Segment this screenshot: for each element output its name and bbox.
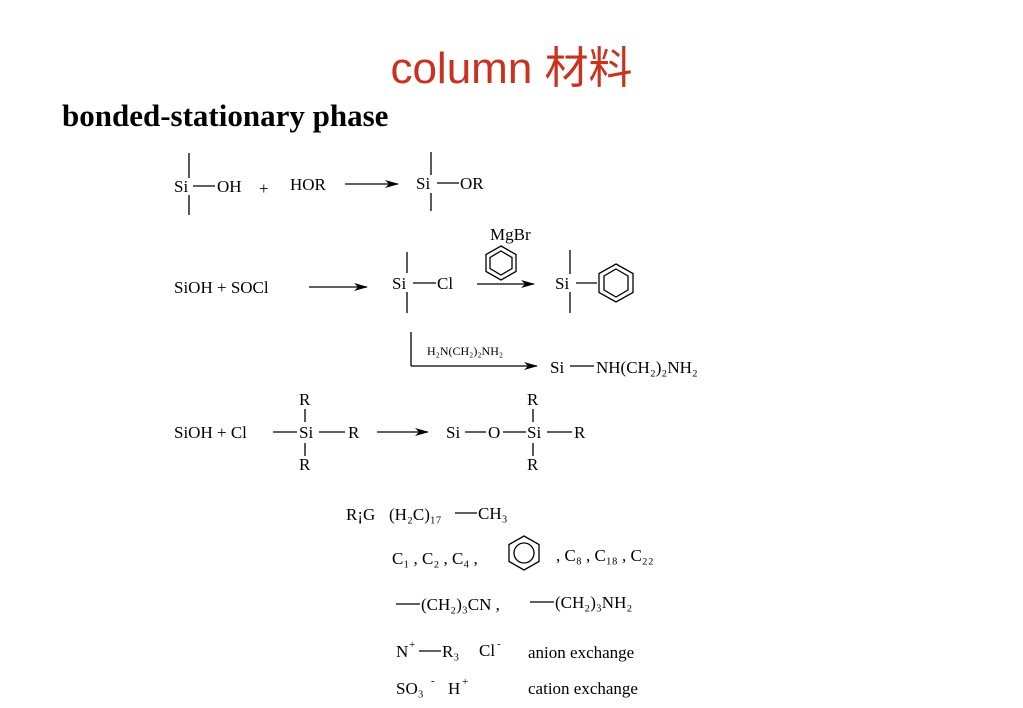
rg-alkyls-b: , C₈ , C₁₈ , C₂₂	[556, 546, 654, 565]
r2-reactants: SiOH + SOCl	[174, 278, 269, 297]
r3-product-o: O	[488, 423, 500, 442]
r2-branch-reagent: H₂N(CH₂)₂NH₂	[427, 344, 503, 358]
reaction-2: SiOH + SOCl Si Cl MgBr Si H₂N(CH₂)₂NH₂ S…	[174, 225, 698, 377]
rg-anion-r3: R₃	[442, 642, 459, 661]
r3-r-bottom: R	[299, 455, 311, 474]
rg-cation-h-charge: +	[462, 676, 468, 688]
r3-product-r-bottom: R	[527, 455, 539, 474]
r3-product-r-right: R	[574, 423, 586, 442]
r1-si-label: Si	[174, 177, 188, 196]
r3-product-si2: Si	[527, 423, 541, 442]
rg-alkyls-a: C₁ , C₂ , C₄ ,	[392, 549, 478, 568]
rg-prefix: R¡G	[346, 505, 375, 524]
page-title: column 材料	[390, 44, 633, 93]
rg-anion-cl: Cl	[479, 641, 495, 660]
rg-cyano: (CH₂)₃CN ,	[421, 595, 500, 614]
r1-reagent: HOR	[290, 175, 327, 194]
r1-product-or: OR	[460, 174, 484, 193]
reaction-1: Si OH + HOR Si OR	[174, 152, 484, 215]
rg-anion-cl-charge: -	[497, 638, 501, 650]
r1-product-si: Si	[416, 174, 430, 193]
r2-product-si: Si	[555, 274, 569, 293]
r-group-list: R¡G (H₂C)₁₇ CH₃ C₁ , C₂ , C₄ , , C₈ , C₁…	[346, 504, 654, 698]
reaction-3: SiOH + Cl R Si R R Si O R Si R R	[174, 390, 586, 474]
rg-cation-so3-charge: -	[431, 675, 435, 687]
rg-anion-n-charge: +	[409, 639, 415, 651]
rg-phenyl-ring	[508, 535, 540, 571]
r3-product-si1: Si	[446, 423, 460, 442]
rg-anion-n: N	[396, 642, 408, 661]
rg-chain: (H₂C)₁₇	[389, 505, 442, 524]
r3-r-right: R	[348, 423, 360, 442]
r2-phenyl-ring	[485, 245, 517, 281]
r3-reactants: SiOH + Cl	[174, 423, 247, 442]
r2-si: Si	[392, 274, 406, 293]
section-subtitle: bonded-stationary phase	[62, 98, 389, 133]
r3-si: Si	[299, 423, 313, 442]
r2-branch-product: NH(CH₂)₂NH₂	[596, 358, 698, 377]
rg-amino: (CH₂)₃NH₂	[555, 593, 632, 612]
rg-anion-label: anion exchange	[528, 643, 634, 662]
r3-product-r-top: R	[527, 390, 539, 409]
rg-ch3: CH₃	[478, 504, 508, 523]
rg-cation-so3: SO₃	[396, 679, 424, 698]
r3-r-top: R	[299, 390, 311, 409]
r1-plus: +	[259, 179, 269, 198]
r2-branch-si: Si	[550, 358, 564, 377]
r2-cl: Cl	[437, 274, 453, 293]
r2-product-phenyl-ring	[598, 263, 634, 303]
rg-cation-h: H	[448, 679, 460, 698]
rg-cation-label: cation exchange	[528, 679, 638, 698]
r2-grignard: MgBr	[490, 225, 531, 244]
r1-oh-label: OH	[217, 177, 242, 196]
